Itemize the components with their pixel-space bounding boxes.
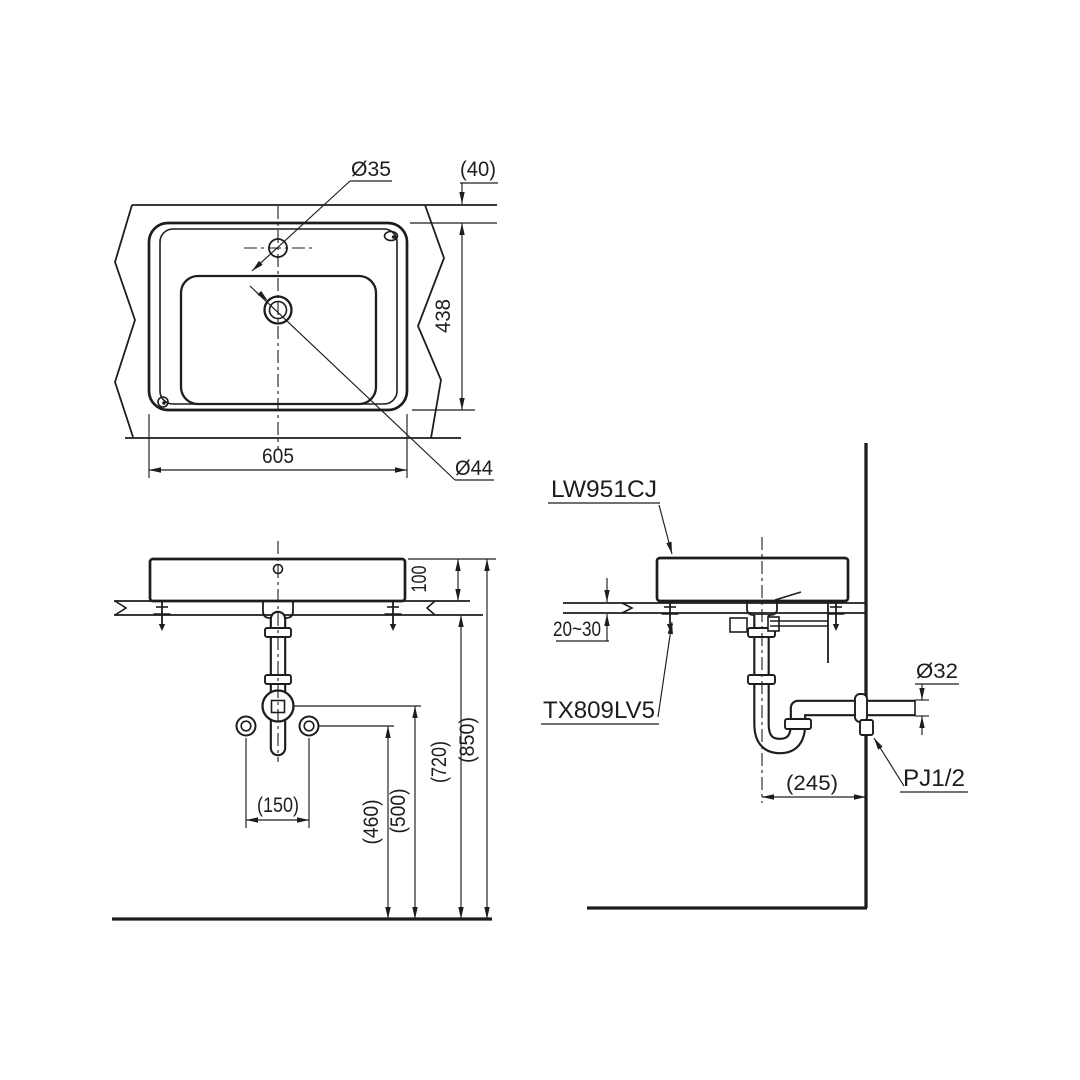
side-view: 20~30 Ø32 (245) LW951CJ TX809LV5 PJ1/2	[541, 443, 968, 910]
dim-counter-thickness: 20~30	[553, 618, 601, 641]
mounting-bolt	[827, 601, 845, 631]
dim-faucet-hole-dia: Ø35	[351, 158, 391, 181]
dim-rim-height: 100	[408, 566, 431, 593]
overflow-icon-dot	[391, 235, 397, 239]
drain-hole-inner	[268, 300, 288, 320]
dim-floor-to-rim: (850)	[456, 717, 479, 763]
label-model: LW951CJ	[551, 476, 657, 503]
sink-body-side	[655, 556, 850, 603]
dim-rim-offset: (40)	[460, 158, 496, 181]
supply-conn-right	[298, 715, 320, 737]
dim-supply-spacing: (150)	[257, 794, 299, 817]
linkage-box	[729, 617, 748, 633]
counter-break-right	[425, 600, 436, 616]
counter-break-side	[621, 602, 634, 614]
linkage-stub	[767, 616, 780, 632]
drain-hole-outer	[263, 295, 293, 325]
leader-drain-dia	[249, 285, 456, 481]
dim-floor-to-trap: (500)	[387, 789, 410, 834]
break-line-right	[417, 204, 445, 439]
leader-trap-model	[657, 621, 673, 718]
label-trap-model: TX809LV5	[543, 697, 655, 724]
dim-width: 605	[262, 445, 294, 468]
mounting-bolt	[153, 601, 171, 631]
break-line-left	[114, 204, 136, 438]
mounting-bolt	[384, 601, 402, 631]
wall-flange	[854, 693, 868, 723]
pipe-nut	[784, 718, 812, 730]
top-view: Ø35 (40) 438 605 Ø44	[114, 158, 498, 481]
supply-conn-left	[235, 715, 257, 737]
overflow-icon	[383, 230, 399, 242]
dim-drain-to-wall: (245)	[786, 772, 838, 795]
leader-drain-arrow	[257, 290, 268, 301]
supply-conn-left-inner	[240, 720, 252, 732]
dim-floor-to-supply: (460)	[360, 800, 383, 845]
counter-break-left	[114, 600, 128, 616]
fixing-hole-dot	[162, 401, 166, 405]
dim-depth: 438	[432, 299, 455, 333]
front-view: 100 (850) (720) (500) (460) (150)	[112, 541, 496, 921]
dim-floor-to-counter: (720)	[428, 741, 451, 783]
fixing-hole-icon	[157, 396, 169, 408]
mounting-bolt	[661, 601, 679, 631]
label-supply-thread: PJ1/2	[903, 765, 965, 792]
leader-faucet-dia	[251, 180, 351, 272]
dim-drain-dia: Ø44	[455, 457, 493, 480]
supply-conn-right-inner	[303, 720, 315, 732]
leader-model	[658, 504, 673, 555]
basin-slope-line	[774, 591, 802, 601]
supply-socket	[859, 719, 874, 736]
dim-outlet-pipe-dia: Ø32	[916, 660, 958, 683]
leader-supply-thread	[873, 737, 905, 787]
faucet-hole	[268, 238, 288, 258]
